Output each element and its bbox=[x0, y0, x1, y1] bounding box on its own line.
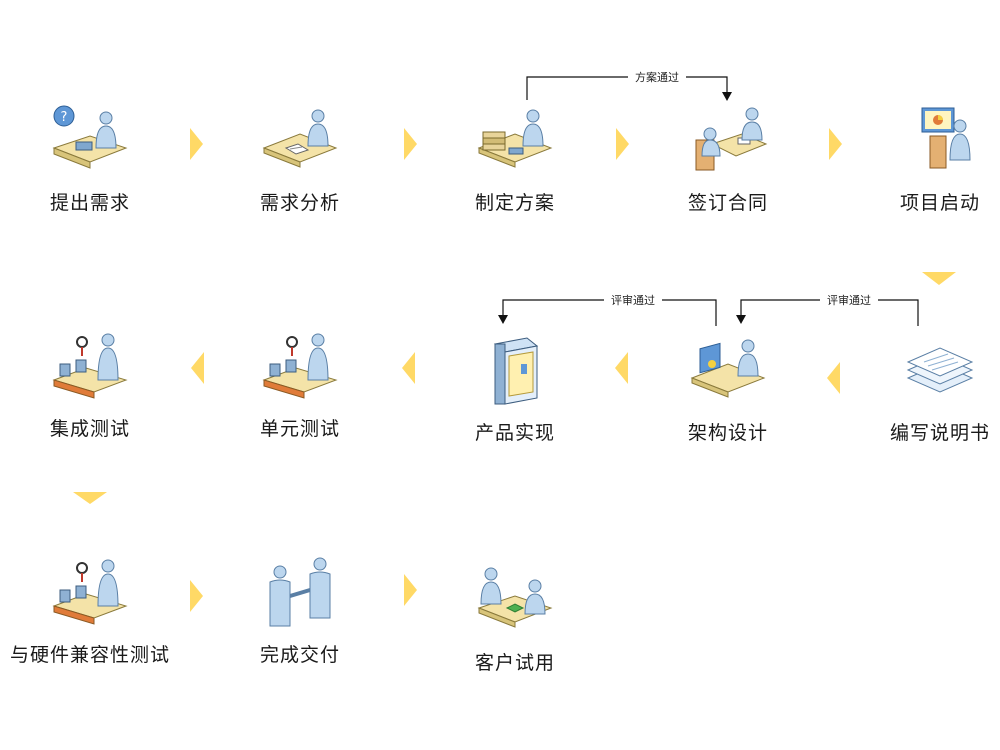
svg-text:?: ? bbox=[61, 110, 68, 125]
step-label: 签订合同 bbox=[687, 192, 768, 214]
step-submit-requirements: ? 提出需求 bbox=[0, 104, 180, 224]
step-label: 完成交付 bbox=[259, 644, 340, 666]
loop-arrow-review-approved-2: 评审通过 bbox=[736, 293, 919, 326]
step-integration-test: 集成测试 bbox=[0, 330, 180, 450]
presentation-board-icon bbox=[921, 107, 971, 169]
step-unit-test: 单元测试 bbox=[210, 330, 390, 450]
step-make-plan: 制定方案 bbox=[425, 104, 605, 224]
chevron-down-icon bbox=[922, 272, 956, 285]
testing-bench-icon bbox=[52, 559, 128, 625]
server-box-icon bbox=[493, 337, 539, 405]
step-requirement-analysis: 需求分析 bbox=[210, 104, 390, 224]
step-label: 单元测试 bbox=[259, 418, 340, 440]
testing-bench-icon bbox=[262, 333, 338, 399]
step-label: 编写说明书 bbox=[889, 422, 990, 444]
chevron-right-icon bbox=[190, 128, 203, 160]
step-sign-contract: 签订合同 bbox=[638, 104, 818, 224]
loop-label: 评审通过 bbox=[611, 293, 655, 307]
testing-bench-icon bbox=[52, 333, 128, 399]
handshake-icon bbox=[269, 557, 331, 627]
loop-label: 评审通过 bbox=[827, 293, 871, 307]
planning-person-books-icon bbox=[477, 109, 553, 168]
step-label: 与硬件兼容性测试 bbox=[9, 644, 170, 666]
chevron-right-icon bbox=[404, 574, 417, 606]
step-label: 项目启动 bbox=[899, 192, 980, 214]
customer-trial-icon bbox=[477, 567, 553, 628]
step-architecture-design: 架构设计 bbox=[638, 334, 818, 454]
loop-arrow-plan-approved: 方案通过 bbox=[526, 70, 732, 101]
step-write-spec: 编写说明书 bbox=[850, 334, 1000, 454]
chevron-down-icon bbox=[73, 492, 107, 504]
document-stack-icon bbox=[906, 347, 974, 393]
step-product-implementation: 产品实现 bbox=[425, 334, 605, 454]
step-label: 需求分析 bbox=[259, 192, 340, 214]
step-project-kickoff: 项目启动 bbox=[850, 104, 1000, 224]
step-label: 提出需求 bbox=[49, 192, 130, 214]
contract-meeting-icon bbox=[695, 107, 768, 171]
chevron-right-icon bbox=[190, 580, 203, 612]
chevron-left-icon bbox=[827, 362, 840, 394]
chevron-right-icon bbox=[404, 128, 417, 160]
step-label: 制定方案 bbox=[474, 192, 555, 214]
step-label: 集成测试 bbox=[49, 418, 130, 440]
step-label: 架构设计 bbox=[687, 422, 768, 444]
step-hardware-compatibility-test: 与硬件兼容性测试 bbox=[0, 556, 180, 676]
loop-label: 方案通过 bbox=[635, 70, 679, 84]
step-delivery: 完成交付 bbox=[210, 556, 390, 676]
analysis-person-desk-icon bbox=[262, 109, 338, 168]
question-person-desk-icon: ? bbox=[52, 105, 128, 169]
step-label: 产品实现 bbox=[474, 422, 555, 444]
chevron-right-icon bbox=[829, 128, 842, 160]
chevron-left-icon bbox=[191, 352, 204, 384]
chevron-left-icon bbox=[615, 352, 628, 384]
chevron-left-icon bbox=[402, 352, 415, 384]
chevron-right-icon bbox=[616, 128, 629, 160]
loop-arrow-review-approved-1: 评审通过 bbox=[498, 293, 717, 326]
design-desk-icon bbox=[690, 339, 766, 398]
step-customer-trial: 客户试用 bbox=[425, 564, 605, 684]
step-label: 客户试用 bbox=[474, 652, 555, 674]
